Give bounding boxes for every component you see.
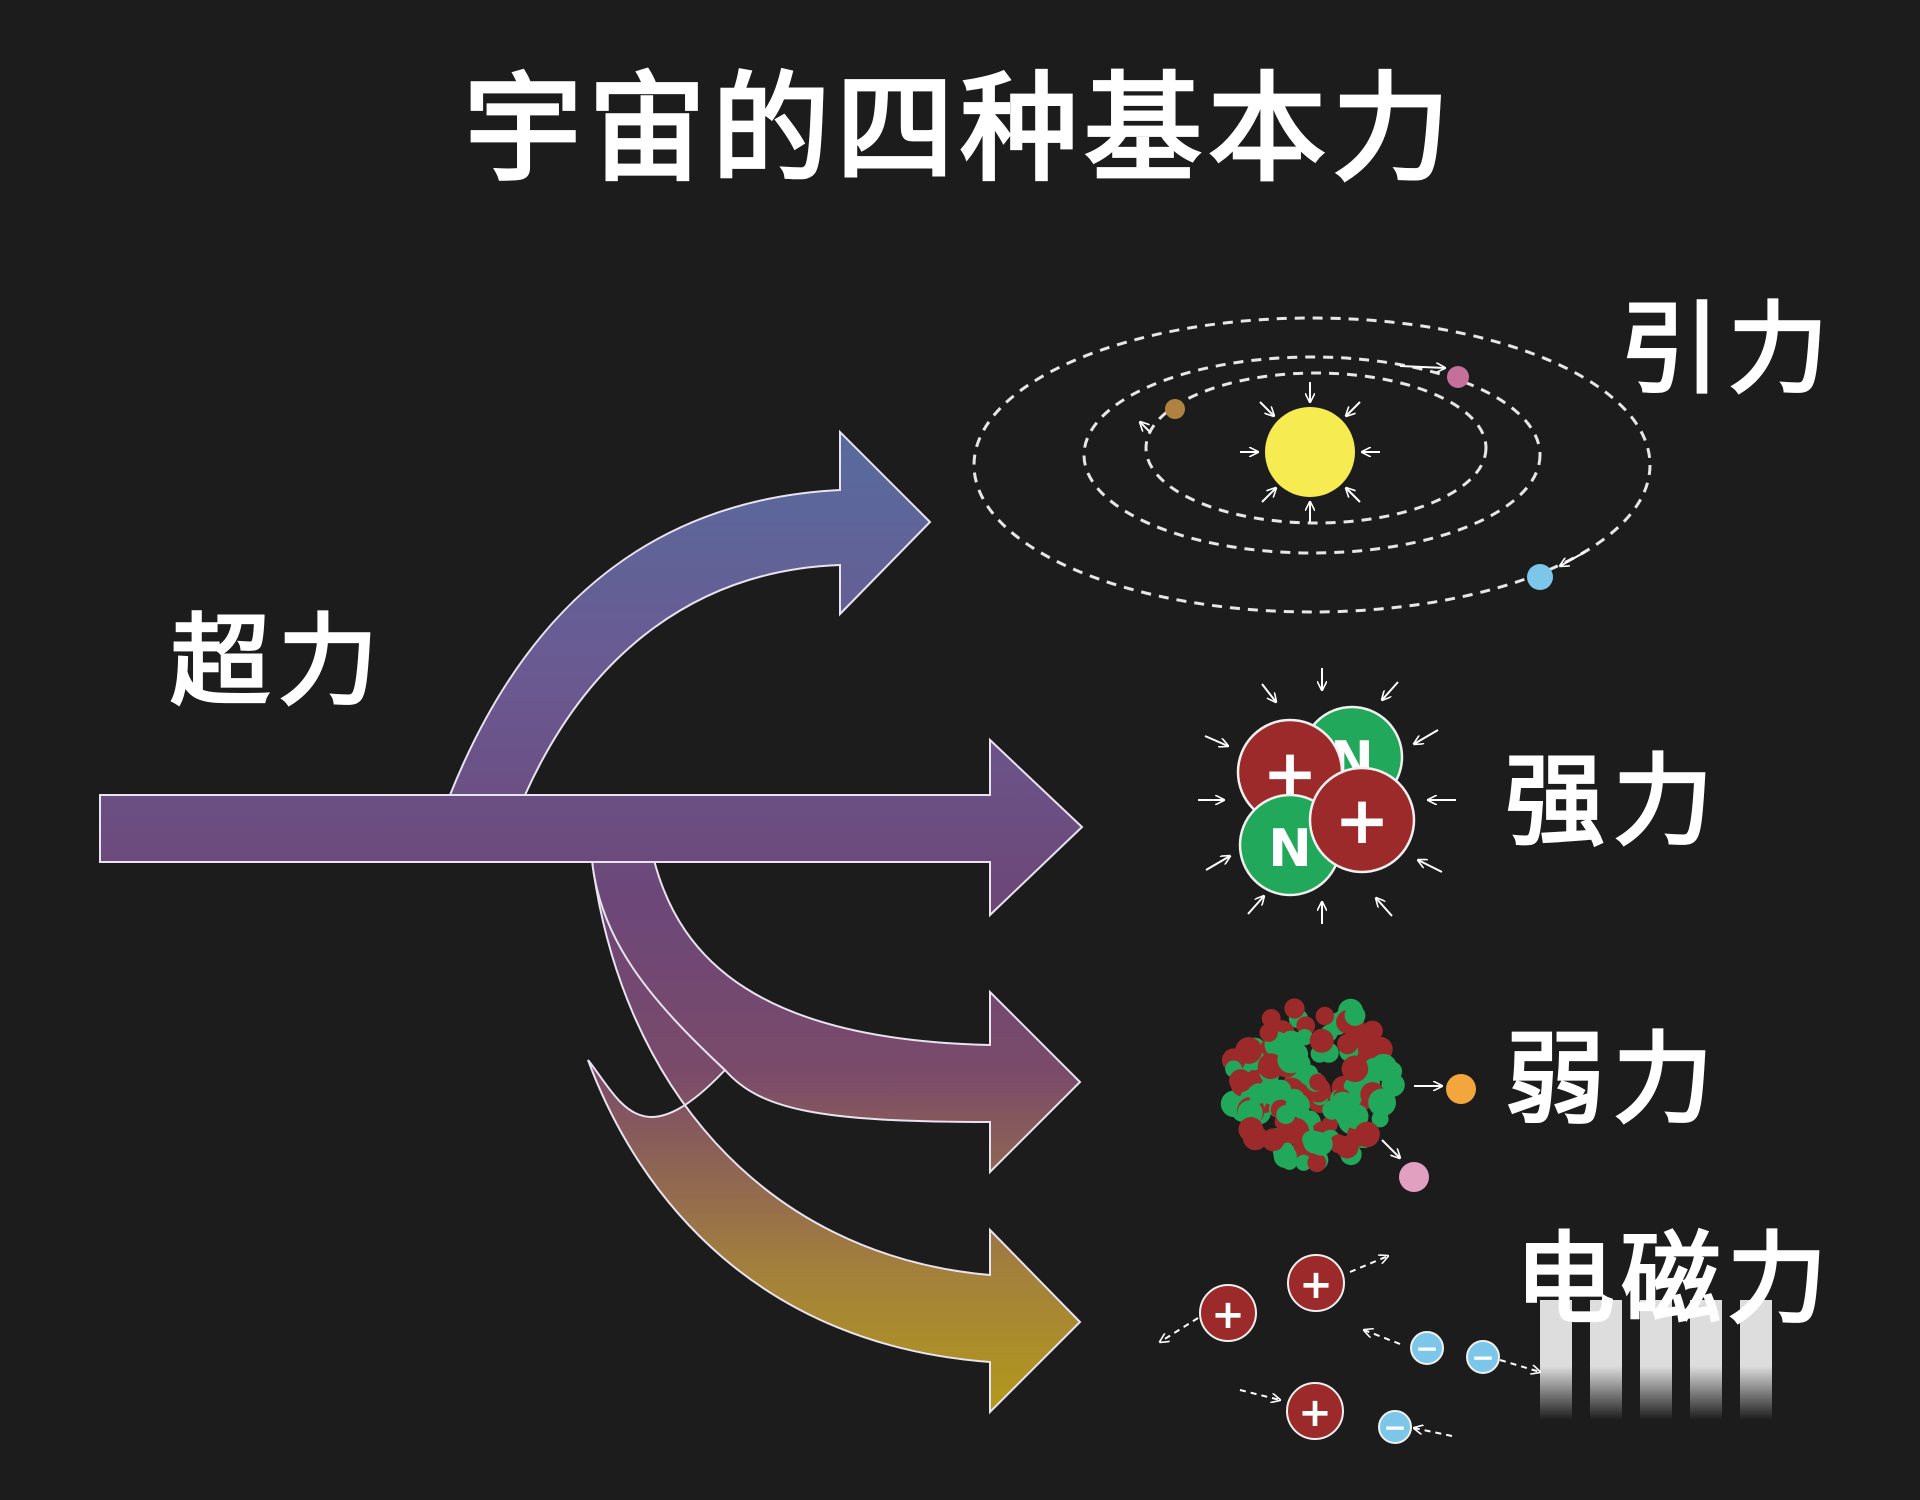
nucleon	[1307, 1153, 1327, 1173]
emitted-particle-orange	[1446, 1074, 1476, 1104]
em-charges-illustration: + + + − − −	[1160, 1254, 1540, 1444]
proton-bottom	[1308, 766, 1416, 874]
nucleon	[1238, 1117, 1264, 1142]
proton-symbol: +	[1334, 782, 1389, 859]
decay-emission-arrows	[1381, 1086, 1442, 1158]
nucleon	[1276, 1126, 1293, 1144]
em-motion-arrows	[1160, 1256, 1540, 1437]
orbit-middle	[1082, 355, 1542, 555]
negative-symbol: −	[1471, 1341, 1494, 1374]
nucleon	[1281, 1153, 1298, 1170]
superforce-label: 超力	[170, 603, 386, 720]
arrow-to-gravity	[448, 429, 932, 796]
emitted-particle-pink	[1399, 1162, 1429, 1192]
strong-nucleus-illustration: N + N +	[1198, 668, 1456, 924]
nucleon	[1248, 1083, 1269, 1104]
orbit-inner	[1144, 371, 1488, 525]
negative-symbol: −	[1383, 1411, 1406, 1444]
em-positive-charge	[1287, 1254, 1345, 1312]
nucleon	[1295, 1154, 1312, 1171]
nucleon	[1368, 1088, 1396, 1117]
nucleon	[1315, 1006, 1335, 1026]
nucleon	[1335, 1135, 1359, 1159]
nucleon	[1277, 1046, 1305, 1074]
gravity-label: 引力	[1620, 291, 1836, 408]
nucleon	[1259, 1023, 1278, 1042]
nucleon	[1330, 1091, 1356, 1118]
nucleon	[1354, 1121, 1380, 1148]
sun	[1265, 407, 1355, 497]
nucleon	[1229, 1069, 1253, 1093]
nucleon	[1321, 1116, 1338, 1133]
page-title: 宇宙的四种基本力	[463, 60, 1456, 198]
neutron-symbol: N	[1268, 819, 1312, 879]
nucleon	[1382, 1061, 1403, 1081]
nucleon	[1309, 1028, 1334, 1053]
arrow-to-weak	[590, 859, 1082, 1175]
strong-force-label: 强力	[1505, 743, 1721, 860]
orbit-outer	[972, 316, 1652, 614]
strong-inward-arrows	[1198, 668, 1456, 924]
em-positive-charge	[1286, 1382, 1344, 1440]
nucleon	[1285, 1093, 1310, 1118]
planet-brown	[1165, 399, 1185, 419]
em-negative-charge	[1410, 1331, 1444, 1365]
arrow-to-strong	[99, 737, 1084, 918]
negative-symbol: −	[1415, 1332, 1438, 1365]
nucleon	[1309, 1073, 1327, 1091]
nucleon	[1257, 1053, 1284, 1080]
weak-force-label: 弱力	[1505, 1021, 1721, 1138]
positive-symbol: +	[1299, 1262, 1333, 1308]
planet-blue	[1527, 564, 1553, 590]
em-negative-charge	[1466, 1340, 1500, 1374]
gravity-inward-arrows	[1240, 382, 1380, 522]
em-negative-charge	[1378, 1410, 1412, 1444]
watermark-bars	[1540, 1300, 1820, 1420]
positive-symbol: +	[1211, 1292, 1245, 1338]
nucleon	[1353, 1030, 1375, 1051]
nucleon	[1304, 1131, 1322, 1149]
orbit-direction-arrows	[1140, 366, 1586, 566]
weak-decay-illustration	[1220, 998, 1476, 1192]
nucleon	[1344, 1005, 1366, 1026]
decaying-nucleus	[1220, 998, 1405, 1173]
solar-system-illustration	[972, 316, 1652, 614]
planet-pink	[1447, 366, 1469, 388]
em-positive-charge	[1199, 1284, 1257, 1342]
nucleon	[1341, 1055, 1369, 1083]
nucleon	[1235, 1037, 1263, 1064]
nucleon	[1337, 1033, 1358, 1055]
nucleon	[1284, 998, 1305, 1019]
positive-symbol: +	[1298, 1390, 1332, 1436]
